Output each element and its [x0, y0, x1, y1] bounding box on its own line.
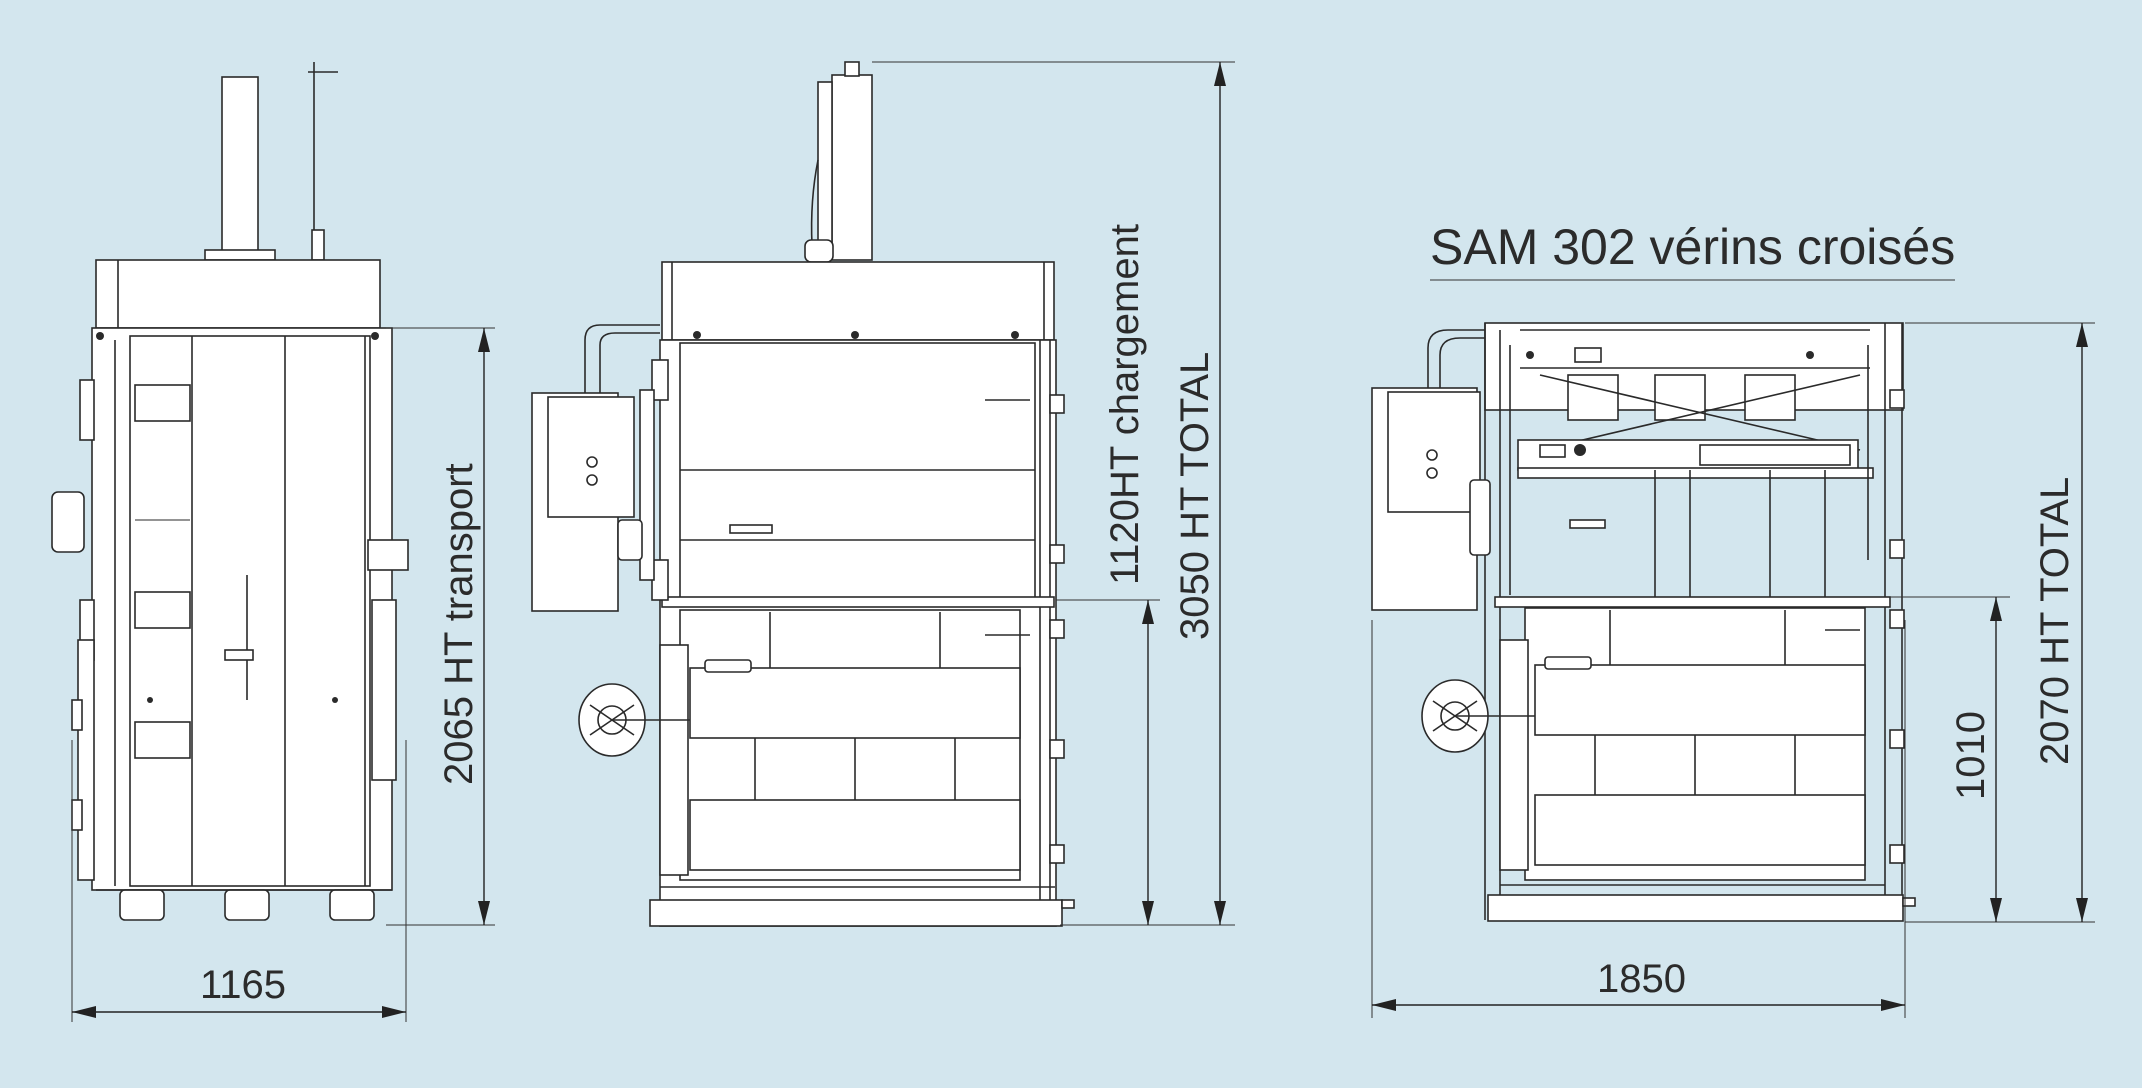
dim-height-transport: 2065 HT transport	[437, 463, 481, 785]
sam302-view-machine	[1371, 322, 1916, 922]
dimension-lines	[71, 61, 2095, 1022]
side-view-machine	[51, 62, 409, 921]
dim-opening-height: 1010	[1949, 711, 1993, 800]
dim-height-total-right: 2070 HT TOTAL	[2033, 477, 2077, 765]
dim-width-right: 1850	[1597, 957, 1686, 1001]
dim-height-total-front: 3050 HT TOTAL	[1173, 352, 1217, 640]
dim-width-side: 1165	[200, 963, 286, 1007]
front-view-machine	[531, 61, 1075, 927]
dim-height-loading: 1120HT chargement	[1103, 224, 1147, 585]
drawing-title: SAM 302 vérins croisés	[1430, 219, 1955, 275]
